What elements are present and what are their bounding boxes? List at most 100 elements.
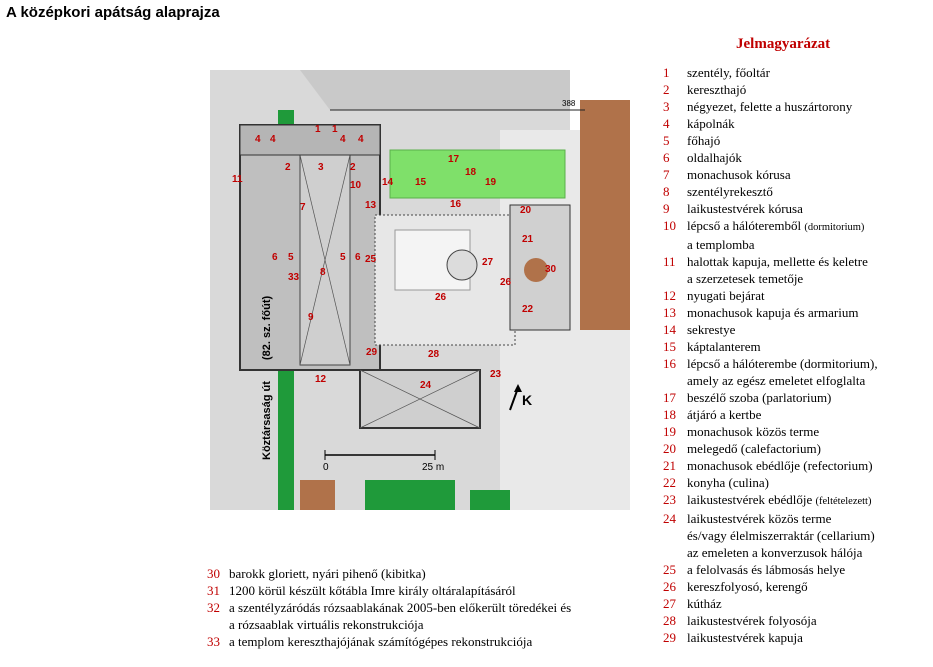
transept <box>239 124 381 156</box>
cellarium-vaults <box>359 369 481 429</box>
brown-strip <box>300 480 335 510</box>
legend-number: 4 <box>663 116 670 131</box>
room-label: 4 <box>358 134 364 145</box>
legend-text: beszélő szoba (parlatorium) <box>687 390 832 405</box>
legend-text: kereszfolyosó, kerengő <box>687 579 808 594</box>
legend-number: 6 <box>663 150 670 165</box>
legend-number: 14 <box>663 322 676 337</box>
legend-text: monachusok kapuja és armarium <box>687 305 859 320</box>
legend-text: laikustestvérek ebédlője (feltételezett) <box>687 492 872 507</box>
legend-text: monachusok ebédlője (refectorium) <box>687 458 873 473</box>
legend-number: 2 <box>663 82 670 97</box>
legend-number: 22 <box>663 475 676 490</box>
legend-text: szentély, főoltár <box>687 65 770 80</box>
nave-vaults <box>299 154 351 366</box>
abbey-floor-plan: 388 Köztársaság út (82. sz. főút) K 0 25… <box>210 70 630 510</box>
legend-number: 12 <box>663 288 676 303</box>
room-label: 14 <box>382 177 394 188</box>
green-lawn <box>365 480 455 510</box>
gloriett <box>524 258 548 282</box>
legend-number: 30 <box>207 566 220 581</box>
legend-item: 15 káptalanterem <box>663 338 931 355</box>
legend-number: 7 <box>663 167 670 182</box>
legend-text: laikustestvérek kapuja <box>687 630 803 645</box>
legend-text: négyezet, felette a huszártorony <box>687 99 853 114</box>
legend-text: 1200 körül készült kőtábla Imre király o… <box>229 583 516 598</box>
room-label: 4 <box>270 134 276 145</box>
legend-text: lépcső a hálóterembe (dormitorium),amely… <box>687 356 878 388</box>
legend-text: lépcső a hálóteremből (dormitorium)a tem… <box>687 218 865 252</box>
scale-25m: 25 m <box>422 462 444 473</box>
legend-text: kereszthajó <box>687 82 747 97</box>
room-label: 12 <box>315 374 327 385</box>
legend-item: 1 szentély, főoltár <box>663 64 931 81</box>
room-label: 18 <box>465 167 477 178</box>
legend-text: laikustestvérek folyosója <box>687 613 817 628</box>
room-label: 15 <box>415 177 427 188</box>
room-label: 26 <box>500 277 512 288</box>
room-label: 23 <box>490 369 502 380</box>
room-label: 3 <box>318 162 324 173</box>
street-area <box>300 70 570 110</box>
legend-text: a felolvasás és lábmosás helye <box>687 562 846 577</box>
legend-text: káptalanterem <box>687 339 761 354</box>
room-label: 4 <box>340 134 346 145</box>
room-label: 5 <box>288 252 294 263</box>
legend-text: főhajó <box>687 133 721 148</box>
legend-text: sekrestye <box>687 322 736 337</box>
legend-item: 29 laikustestvérek kapuja <box>663 629 931 646</box>
legend-number: 29 <box>663 630 676 645</box>
legend-number: 24 <box>663 511 676 526</box>
legend-text: oldalhajók <box>687 150 742 165</box>
legend-number: 10 <box>663 218 676 233</box>
legend-number: 17 <box>663 390 676 405</box>
room-label: 6 <box>355 252 361 263</box>
room-label: 33 <box>288 272 300 283</box>
legend-number: 15 <box>663 339 676 354</box>
room-label: 4 <box>255 134 261 145</box>
green-lawn-2 <box>470 490 510 510</box>
room-label: 11 <box>232 174 243 185</box>
room-label: 6 <box>272 252 278 263</box>
legend-number: 1 <box>663 65 670 80</box>
room-label: 16 <box>450 199 462 210</box>
room-label: 20 <box>520 205 532 216</box>
room-label: 2 <box>285 162 291 173</box>
room-label: 29 <box>366 347 378 358</box>
room-label: 17 <box>448 154 460 165</box>
room-label: 5 <box>340 252 346 263</box>
road-label: Köztársaság út <box>261 381 273 460</box>
brown-property <box>580 100 630 330</box>
room-label: 13 <box>365 200 377 211</box>
legend-number: 11 <box>663 254 676 269</box>
scale-zero: 0 <box>323 462 329 473</box>
legend-item: 31 1200 körül készült kőtábla Imre király… <box>207 582 647 599</box>
legend-text: kútház <box>687 596 722 611</box>
room-label: 21 <box>522 234 534 245</box>
legend-number: 19 <box>663 424 676 439</box>
legend-number: 33 <box>207 634 220 649</box>
room-label: 22 <box>522 304 534 315</box>
room-label: 10 <box>350 180 362 191</box>
legend-number: 21 <box>663 458 676 473</box>
legend-number: 31 <box>207 583 220 598</box>
room-label: 25 <box>365 254 377 265</box>
room-label: 2 <box>350 162 356 173</box>
room-label: 7 <box>300 202 306 213</box>
legend-text: melegedő (calefactorium) <box>687 441 821 456</box>
legend-number: 18 <box>663 407 676 422</box>
